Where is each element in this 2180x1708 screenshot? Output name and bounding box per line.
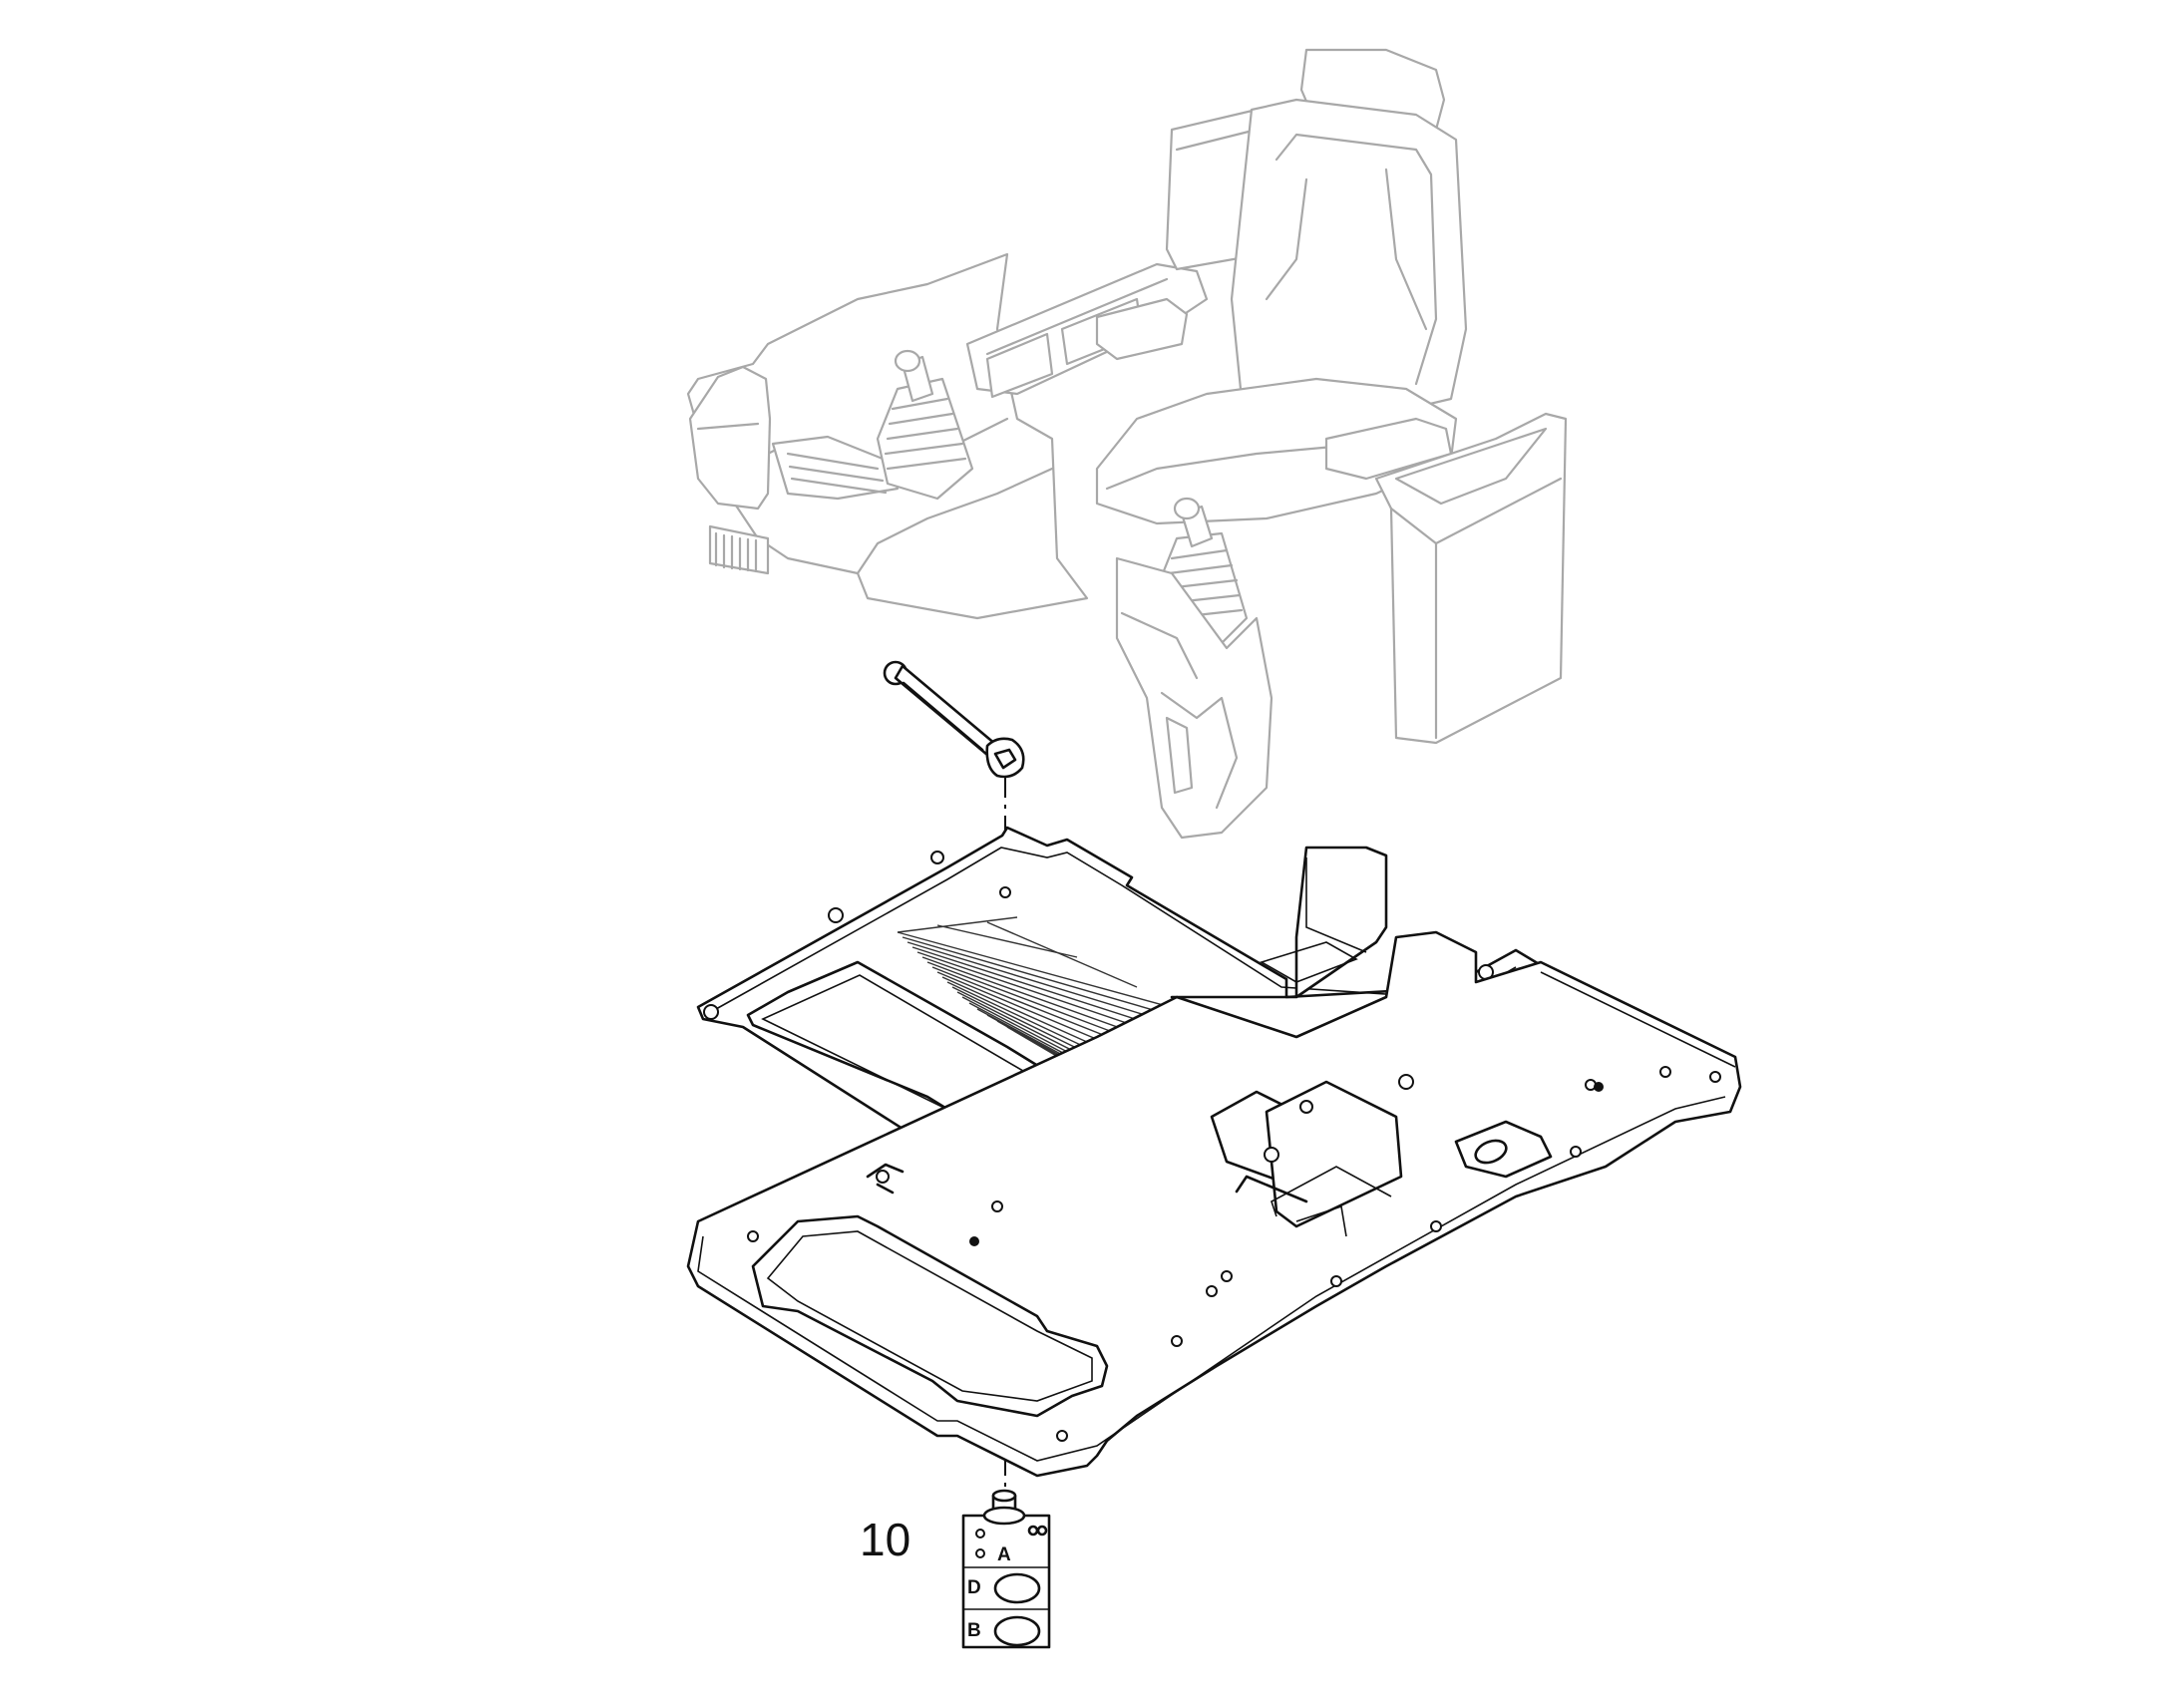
mat-hole <box>930 851 944 864</box>
plate-hole <box>1570 1146 1582 1158</box>
floor-plate <box>686 846 1742 1478</box>
mat-hole <box>703 1004 719 1020</box>
plate-hole <box>991 1200 1003 1212</box>
right-console <box>1115 412 1568 840</box>
plate-circle-d <box>993 1572 1041 1604</box>
plate-hole <box>876 1170 890 1184</box>
plate-hole <box>1171 1335 1183 1347</box>
plate-hole <box>1299 1100 1313 1114</box>
left-console <box>686 108 1288 620</box>
plate-hole <box>1330 1275 1342 1287</box>
plate-letter-b: B <box>967 1620 981 1641</box>
plate-letter-d: D <box>967 1577 981 1598</box>
mat-hole <box>828 907 844 923</box>
operator-station-ghost <box>686 48 1568 840</box>
plate-hole <box>1264 1147 1279 1163</box>
plate-hole <box>1709 1071 1721 1083</box>
wrench-lever <box>883 660 1025 779</box>
plate-hole <box>747 1230 759 1242</box>
plate-hole <box>1659 1066 1671 1078</box>
part-10-plate: A D B <box>961 1489 1051 1649</box>
mat-hole <box>999 886 1011 898</box>
callout-10: 10 <box>860 1514 910 1565</box>
plate-circle-b <box>993 1615 1041 1647</box>
plate-hole <box>1221 1270 1233 1282</box>
plate-hole <box>1430 1220 1442 1232</box>
plate-hole <box>1056 1430 1068 1442</box>
plate-letter-a: A <box>997 1544 1011 1565</box>
plate-hole <box>1206 1285 1218 1297</box>
operator-seat <box>1095 48 1468 525</box>
plate-hole <box>1398 1074 1414 1090</box>
